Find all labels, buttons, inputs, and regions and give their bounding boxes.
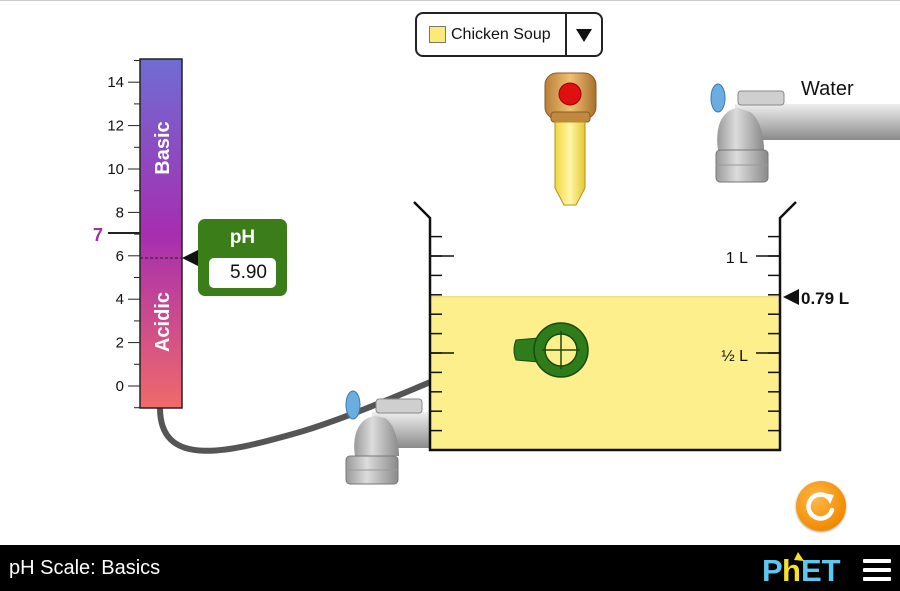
- beaker-liquid: [430, 296, 780, 450]
- top-border: [0, 0, 900, 1]
- solute-color-swatch: [429, 26, 446, 43]
- ph-tick-label: 2: [116, 335, 124, 352]
- water-faucet-handle: [737, 90, 785, 106]
- drain-faucet[interactable]: [345, 390, 430, 485]
- water-faucet-pipe: [750, 104, 900, 140]
- ph-meter-readout: pH 5.90: [198, 219, 287, 296]
- combo-separator: [565, 14, 567, 55]
- reset-all-button[interactable]: [796, 481, 846, 531]
- ph-tick-label: 14: [107, 74, 124, 91]
- dropper[interactable]: [544, 72, 597, 206]
- svg-text:h: h: [782, 553, 801, 587]
- ph-scale-ticks: 14 12 10 8 6 4 2 0: [107, 60, 140, 409]
- ph-scale-bar: [139, 58, 183, 409]
- ph-pointer-icon: [182, 250, 198, 266]
- acidic-label: Acidic: [152, 292, 174, 352]
- neutral-label: 7: [93, 225, 103, 245]
- volume-readout: 0.79 L: [801, 289, 849, 308]
- dropper-button: [558, 82, 582, 106]
- ph-scale: Basic Acidic 14 12 10 8 6 4 2 0 7: [93, 58, 183, 409]
- ph-meter-title: pH: [229, 227, 256, 248]
- ph-tick-label: 0: [116, 378, 124, 395]
- ph-tick-label: 6: [116, 248, 124, 265]
- water-faucet[interactable]: [710, 83, 900, 183]
- reset-icon: [806, 492, 835, 521]
- ph-tick-label: 4: [116, 291, 124, 308]
- dropper-tube: [554, 121, 586, 206]
- ph-tick-label: 8: [116, 204, 124, 221]
- beaker-label-1l: 1 L: [726, 250, 748, 267]
- solute-combo-box[interactable]: Chicken Soup: [415, 12, 603, 57]
- svg-text:P: P: [762, 553, 783, 587]
- ph-meter-value: 5.90: [209, 258, 276, 288]
- solute-label: Chicken Soup: [451, 25, 551, 43]
- sim-title: pH Scale: Basics: [9, 557, 161, 579]
- svg-text:ET: ET: [801, 553, 841, 587]
- ph-tick-label: 10: [107, 161, 124, 178]
- drain-faucet-knob: [345, 390, 361, 420]
- phet-logo[interactable]: P h ET: [762, 549, 852, 587]
- basic-label: Basic: [152, 121, 174, 174]
- beaker: 1 L ½ L 0.79 L: [413, 201, 849, 452]
- ph-tick-label: 12: [107, 118, 124, 135]
- caret-down-icon[interactable]: [567, 26, 601, 44]
- hamburger-menu-icon[interactable]: [863, 559, 891, 586]
- water-faucet-knob: [710, 83, 726, 113]
- beaker-ticks: [430, 235, 780, 432]
- beaker-label-half-l: ½ L: [721, 348, 748, 365]
- simulation-scene: Basic Acidic 14 12 10 8 6 4 2 0 7: [93, 58, 900, 485]
- water-label: Water: [801, 78, 854, 100]
- drain-faucet-handle: [375, 398, 423, 414]
- ph-probe[interactable]: [513, 322, 589, 378]
- volume-pointer-icon: [783, 289, 799, 305]
- beaker-outline: [413, 201, 797, 452]
- navigation-bar: pH Scale: Basics P h ET: [0, 545, 900, 591]
